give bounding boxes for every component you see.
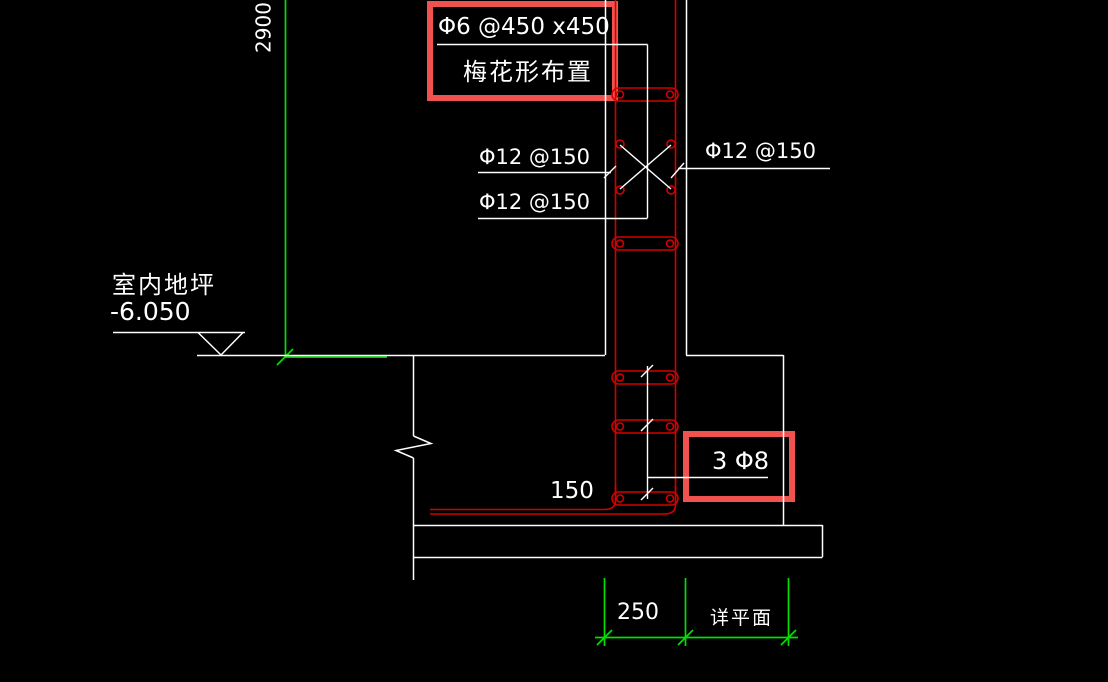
dimension-150: 150	[550, 478, 594, 504]
plum-pattern-note: 梅花形布置	[463, 58, 593, 86]
floor-level-elevation: -6.050	[110, 297, 191, 326]
rebar-label-lower-left: Φ12 @150	[479, 190, 591, 214]
leader-lines	[437, 43, 830, 501]
floor-level-label: 室内地坪	[112, 271, 216, 299]
rebar-stirrup-links	[611, 87, 679, 506]
rebar-label-right: Φ12 @150	[705, 139, 817, 163]
vertical-dimension-2900: 2900	[251, 2, 276, 53]
cross-tie-corner-circles	[615, 139, 676, 195]
tie-bar-label: 3 Φ8	[712, 447, 770, 475]
dimension-250: 250	[617, 600, 659, 625]
rebar-label-upper-left: Φ12 @150	[479, 145, 591, 169]
wall-and-footing-outline	[197, 0, 824, 580]
mesh-spacing-note: Φ6 @450 x450	[438, 14, 610, 40]
dimension-lines	[276, 0, 798, 646]
highlight-box-tie-note	[683, 431, 795, 502]
see-plan-label: 详平面	[710, 607, 774, 629]
floor-level-marker-icon	[113, 331, 245, 357]
